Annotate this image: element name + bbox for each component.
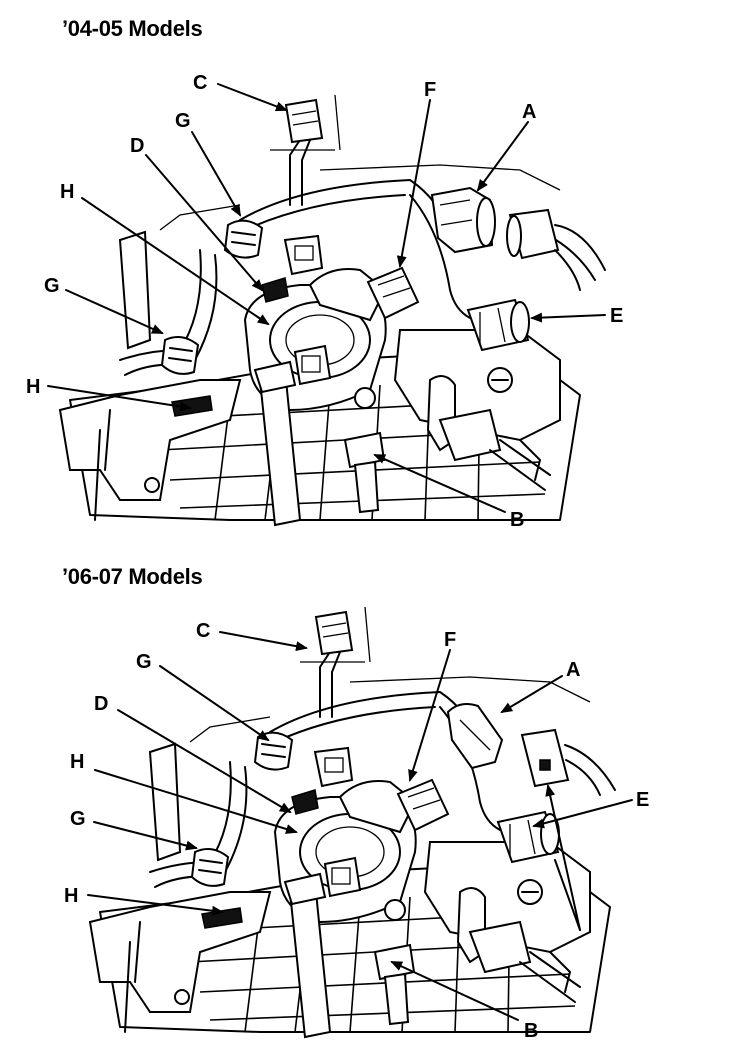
callout-h-upper: H — [70, 751, 84, 773]
callout-b: B — [510, 509, 524, 531]
panel-title-06-07: ’06-07 Models — [62, 564, 203, 589]
callout-h-lower: H — [64, 885, 78, 907]
engine-drawing — [59, 94, 581, 526]
callout-f: F — [424, 79, 436, 101]
callout-e: E — [636, 789, 649, 811]
callout-d: D — [130, 135, 144, 157]
panel-06-07: C G D H G H F A E B — [64, 606, 649, 1042]
callout-c: C — [193, 72, 207, 94]
callout-a: A — [566, 659, 580, 681]
callout-e: E — [610, 305, 623, 327]
callout-d: D — [94, 693, 108, 715]
callout-b: B — [524, 1020, 538, 1042]
panel-title-04-05: ’04-05 Models — [62, 16, 203, 41]
callout-h-upper: H — [60, 181, 74, 203]
callout-g-lower: G — [44, 275, 60, 297]
callout-g-lower: G — [70, 808, 86, 830]
callout-f: F — [444, 629, 456, 651]
callout-g-upper: G — [175, 110, 191, 132]
connector-a-drawing — [430, 186, 606, 291]
callout-c: C — [196, 620, 210, 642]
connector-a-drawing — [446, 703, 616, 796]
callout-g-upper: G — [136, 651, 152, 673]
callout-h-lower: H — [26, 376, 40, 398]
callout-a: A — [522, 101, 536, 123]
panel-04-05: C G D H G H F A E B — [26, 72, 623, 531]
